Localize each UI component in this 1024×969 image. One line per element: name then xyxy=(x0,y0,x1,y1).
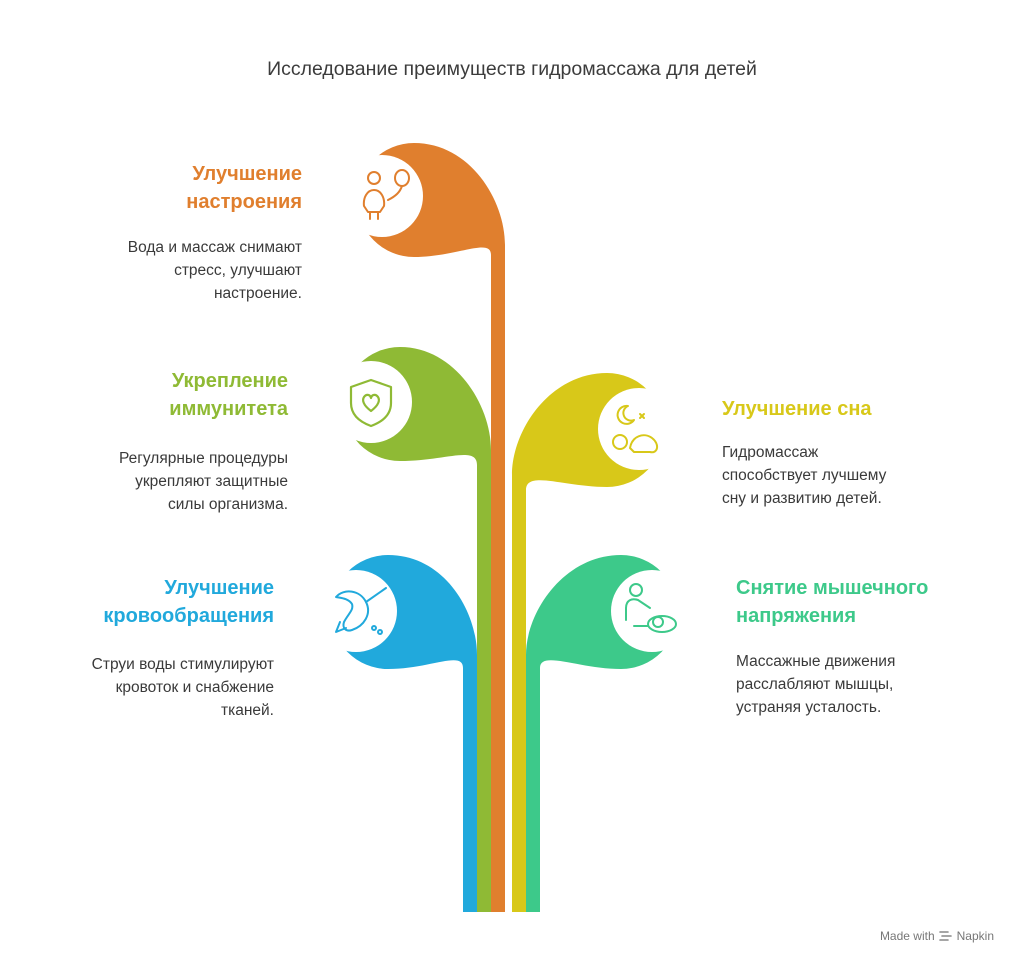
napkin-logo-icon xyxy=(938,931,952,941)
massage-person-icon xyxy=(625,583,677,633)
page-title: Исследование преимуществ гидромассажа дл… xyxy=(267,58,757,80)
shield-heart-icon xyxy=(349,378,393,428)
stem-immune xyxy=(330,346,491,912)
made-with-credit[interactable]: Made with Napkin xyxy=(880,929,994,943)
stem-muscle xyxy=(526,555,693,912)
benefit-sleep-heading: Улучшение сна xyxy=(722,398,872,420)
sleeping-child-icon xyxy=(612,404,658,454)
child-balloon-icon xyxy=(362,169,410,220)
credit-brand: Napkin xyxy=(956,929,994,943)
stem-blood xyxy=(315,555,477,912)
credit-prefix: Made with xyxy=(879,929,935,943)
jumping-fish-icon xyxy=(335,587,387,635)
